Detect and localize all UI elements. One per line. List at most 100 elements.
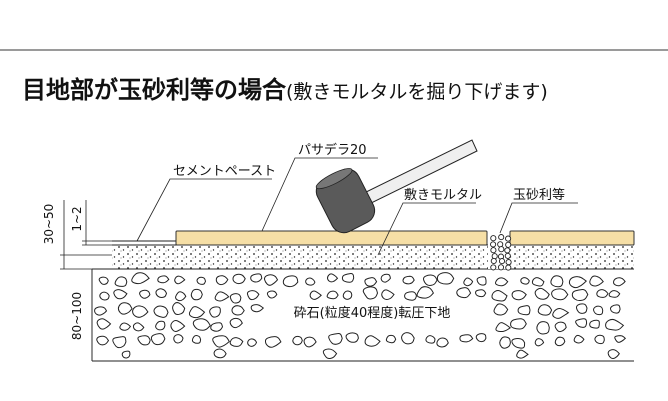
stone — [517, 305, 531, 316]
stone — [96, 318, 112, 330]
cement-paste — [112, 240, 176, 246]
stone — [266, 290, 278, 299]
pebble — [505, 259, 512, 266]
pebble — [505, 241, 512, 248]
stone — [495, 322, 512, 333]
stone — [459, 334, 474, 343]
stone — [364, 277, 378, 287]
pebble — [490, 264, 497, 271]
stone — [114, 276, 128, 287]
stone — [575, 303, 588, 314]
stone — [232, 273, 246, 285]
leader-lines — [136, 157, 578, 256]
stone — [499, 336, 511, 349]
pebble — [504, 252, 511, 259]
stone — [571, 289, 589, 302]
stone — [229, 337, 244, 347]
stone — [132, 305, 149, 318]
stone — [425, 335, 436, 344]
base-label-bg — [264, 302, 480, 322]
stone — [536, 321, 550, 335]
stone — [589, 319, 600, 329]
stone — [552, 308, 570, 319]
stone — [380, 273, 391, 283]
stone — [264, 274, 279, 286]
pebble — [490, 241, 497, 248]
stone — [188, 306, 206, 319]
stone — [463, 277, 474, 287]
stone — [117, 302, 133, 315]
stone — [113, 289, 128, 300]
stone — [345, 332, 359, 343]
pebble — [490, 257, 497, 265]
dim-30-50: 30~50 — [42, 204, 56, 245]
mortar-layer — [92, 244, 634, 270]
stone — [476, 276, 487, 286]
stone — [436, 337, 449, 348]
gravel-joint — [488, 231, 512, 271]
dim-1-2: 1~2 — [70, 206, 84, 231]
stone — [493, 303, 509, 316]
stone — [511, 338, 526, 349]
pebble — [505, 235, 512, 242]
stone — [173, 334, 184, 344]
stone — [174, 275, 186, 285]
stone — [212, 335, 230, 348]
stone — [534, 287, 550, 300]
pebble — [490, 247, 497, 254]
dim-80-100: 80~100 — [70, 292, 84, 340]
stone — [554, 321, 567, 333]
stone — [132, 322, 145, 332]
rubber-mallet-icon — [315, 139, 478, 234]
stone — [210, 322, 224, 332]
stone — [573, 334, 585, 344]
stone — [96, 335, 110, 346]
pebble — [490, 235, 497, 242]
stone — [119, 322, 132, 331]
stone — [131, 272, 150, 285]
stone — [593, 305, 604, 316]
stone — [341, 273, 355, 283]
stone — [326, 290, 339, 300]
label-crushed-stone: 砕石(粒度40程度)転圧下地 — [294, 305, 451, 321]
stone — [250, 304, 265, 313]
stone — [155, 288, 168, 298]
stone — [385, 334, 397, 344]
stone — [381, 289, 395, 300]
label-cement-paste: セメントペースト — [173, 164, 276, 179]
stone — [292, 335, 303, 346]
pebble — [491, 253, 498, 260]
stone — [362, 286, 379, 300]
stone — [510, 318, 527, 330]
stone — [364, 335, 381, 347]
stone — [309, 290, 322, 300]
stone — [229, 317, 243, 329]
stone — [282, 275, 299, 288]
stone — [190, 288, 203, 301]
stone — [192, 318, 211, 331]
stone — [613, 277, 626, 287]
crushed-stone-base — [92, 272, 634, 362]
stone — [213, 348, 227, 359]
pebble — [505, 264, 512, 271]
title-main: 目地部が玉砂利等の場合 — [22, 76, 286, 104]
stone — [550, 275, 564, 288]
stone — [551, 288, 569, 301]
stone — [172, 302, 186, 315]
stone — [209, 306, 221, 318]
stone — [305, 277, 316, 286]
stone — [456, 287, 472, 299]
stone — [520, 277, 530, 285]
stone — [607, 349, 620, 359]
stone — [264, 336, 282, 348]
stone — [516, 349, 529, 359]
stone — [155, 320, 166, 331]
stone — [475, 333, 487, 343]
stone — [554, 336, 566, 347]
pebble — [498, 234, 505, 241]
stone — [575, 318, 588, 328]
stone — [231, 305, 245, 316]
page-title: 目地部が玉砂利等の場合(敷きモルタルを掘り下げます) — [22, 70, 548, 105]
stone — [534, 338, 545, 347]
